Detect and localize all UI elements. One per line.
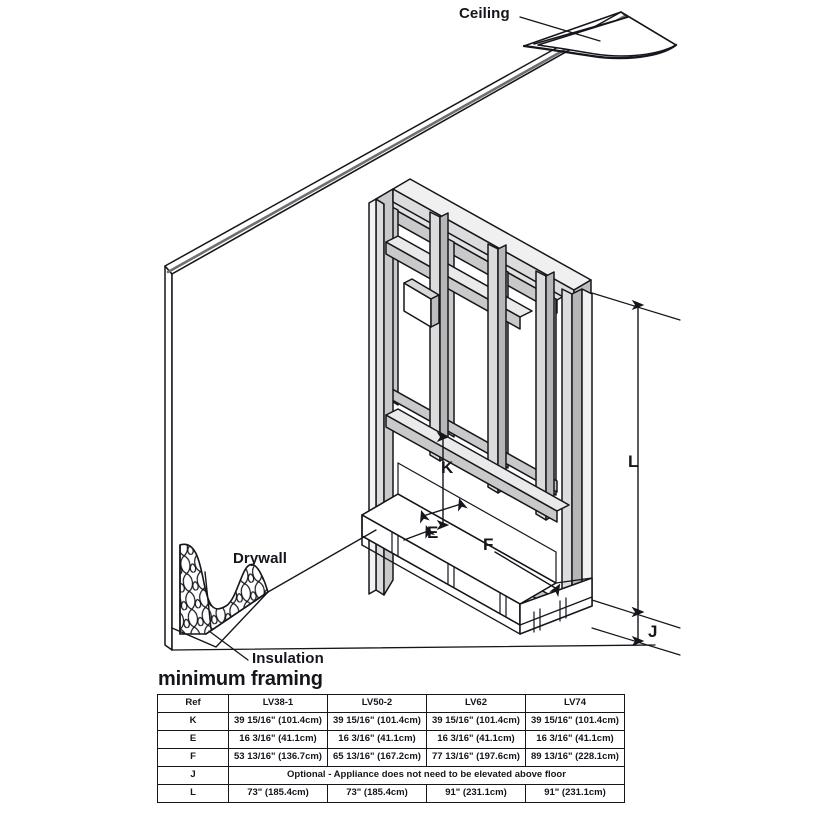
- dimension-label-F: F: [483, 535, 494, 554]
- dimension-E: [403, 497, 468, 541]
- cell-l-lv62: 91" (231.1cm): [426, 783, 526, 803]
- cell-e-lv62: 16 3/16" (41.1cm): [426, 729, 526, 749]
- cell-j-note: Optional - Appliance does not need to be…: [228, 765, 625, 785]
- table-row: K 39 15/16" (101.4cm) 39 15/16" (101.4cm…: [157, 711, 625, 731]
- ceiling-leader: [519, 16, 601, 42]
- cell-e-lv38-1: 16 3/16" (41.1cm): [228, 729, 328, 749]
- col-header-lv74: LV74: [525, 694, 625, 713]
- cell-e-lv74: 16 3/16" (41.1cm): [525, 729, 625, 749]
- table-header-row: Ref LV38-1 LV50-2 LV62 LV74: [157, 694, 625, 713]
- dimension-label-J: J: [648, 622, 658, 641]
- cell-f-lv50-2: 65 13/16" (167.2cm): [327, 747, 427, 767]
- table-title: minimum framing: [158, 668, 323, 690]
- minimum-framing-table: Ref LV38-1 LV50-2 LV62 LV74 K 39 15/16" …: [157, 694, 625, 803]
- col-header-lv62: LV62: [426, 694, 526, 713]
- table-row: J Optional - Appliance does not need to …: [157, 765, 625, 785]
- cell-f-lv62: 77 13/16" (197.6cm): [426, 747, 526, 767]
- callout-insulation: Insulation: [252, 650, 324, 667]
- cell-f-lv38-1: 53 13/16" (136.7cm): [228, 747, 328, 767]
- dimension-label-K: K: [441, 458, 454, 477]
- minimum-framing-section: minimum framing Ref LV38-1 LV50-2 LV62 L…: [157, 668, 627, 803]
- row-ref-k: K: [157, 711, 229, 731]
- cell-k-lv74: 39 15/16" (101.4cm): [525, 711, 625, 731]
- table-row: L 73" (185.4cm) 73" (185.4cm) 91" (231.1…: [157, 783, 625, 803]
- insulation-leader: [208, 630, 249, 661]
- col-header-ref: Ref: [157, 694, 229, 713]
- hearth-platform: [361, 493, 593, 635]
- col-header-lv38-1: LV38-1: [228, 694, 328, 713]
- dimension-J: [591, 606, 681, 656]
- insulation-cutaway: [171, 543, 269, 648]
- row-ref-e: E: [157, 729, 229, 749]
- row-ref-j: J: [157, 765, 229, 785]
- row-ref-l: L: [157, 783, 229, 803]
- vent-opening: [403, 278, 440, 328]
- dimension-label-E: E: [427, 523, 439, 542]
- cell-l-lv50-2: 73" (185.4cm): [327, 783, 427, 803]
- cell-k-lv50-2: 39 15/16" (101.4cm): [327, 711, 427, 731]
- dimension-label-L: L: [628, 452, 639, 471]
- col-header-lv50-2: LV50-2: [327, 694, 427, 713]
- dimension-F: [494, 551, 561, 598]
- callout-ceiling: Ceiling: [459, 5, 510, 22]
- ceiling-soffit: [522, 11, 678, 60]
- left-wall: [164, 11, 656, 651]
- framing-left-column: [368, 188, 394, 596]
- cell-e-lv50-2: 16 3/16" (41.1cm): [327, 729, 427, 749]
- cell-l-lv74: 91" (231.1cm): [525, 783, 625, 803]
- row-ref-f: F: [157, 747, 229, 767]
- cell-f-lv74: 89 13/16" (228.1cm): [525, 747, 625, 767]
- cell-k-lv38-1: 39 15/16" (101.4cm): [228, 711, 328, 731]
- table-row: E 16 3/16" (41.1cm) 16 3/16" (41.1cm) 16…: [157, 729, 625, 749]
- cell-k-lv62: 39 15/16" (101.4cm): [426, 711, 526, 731]
- callout-drywall: Drywall: [233, 550, 288, 567]
- table-row: F 53 13/16" (136.7cm) 65 13/16" (167.2cm…: [157, 747, 625, 767]
- dimension-lines: [403, 292, 681, 656]
- cell-l-lv38-1: 73" (185.4cm): [228, 783, 328, 803]
